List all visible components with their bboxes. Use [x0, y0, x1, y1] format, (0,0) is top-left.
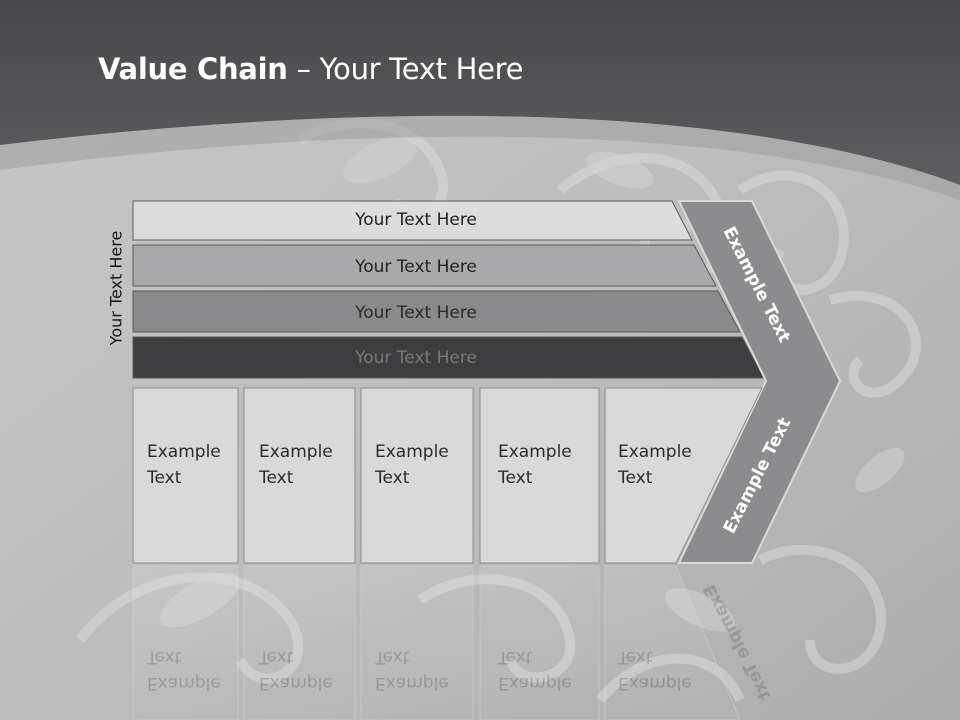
box-text-2-line1: Example [259, 442, 333, 462]
box-text-5-line1: Example [618, 442, 692, 462]
chevron-arrow [677, 200, 842, 564]
side-label: Your Text Here [106, 230, 126, 346]
example-box-2 [243, 387, 356, 564]
title-bold: Value Chain [98, 52, 288, 86]
row-label-2: Your Text Here [354, 257, 477, 277]
reflected-text: Example Text Example Text Example Text E… [146, 647, 692, 693]
reflected-example-3: Example [375, 673, 449, 693]
boxes-reflection [132, 565, 741, 720]
box-text-4-line1: Example [498, 442, 572, 462]
reflected-example-4: Example [498, 673, 572, 693]
reflected-example-1: Example [147, 673, 221, 693]
row-label-4: Your Text Here [354, 348, 477, 368]
reflected-text-2: Text [258, 647, 294, 667]
box-text-3: Example Text [375, 439, 475, 491]
box-text-5: Example Text [618, 439, 718, 491]
box-text-1: Example Text [147, 439, 247, 491]
header-band [0, 0, 960, 185]
reflected-example-5: Example [618, 673, 692, 693]
box-text-1-line1: Example [147, 442, 221, 462]
reflected-text-1: Text [146, 647, 182, 667]
page-title: Value Chain – Your Text Here [98, 52, 523, 86]
rows-group [132, 200, 765, 379]
example-box-1 [132, 387, 239, 564]
row-bar-2 [132, 244, 717, 287]
example-box-5 [604, 387, 763, 564]
box-text-5-line2: Text [618, 468, 653, 488]
reflected-text-4: Text [497, 647, 533, 667]
example-box-4 [479, 387, 600, 564]
boxes-group [132, 387, 763, 564]
row-bar-1 [132, 200, 693, 241]
reflected-text-5: Text [617, 647, 653, 667]
title-rest: – Your Text Here [287, 52, 524, 86]
reflected-text-3: Text [374, 647, 410, 667]
box-text-1-line2: Text [147, 468, 182, 488]
example-box-3 [360, 387, 474, 564]
reflected-example-2: Example [259, 673, 333, 693]
box-text-3-line1: Example [375, 442, 449, 462]
row-bar-3 [132, 290, 741, 333]
box-text-4-line2: Text [498, 468, 533, 488]
row-label-3: Your Text Here [354, 303, 477, 323]
box-text-2-line2: Text [259, 468, 294, 488]
box-text-4: Example Text [498, 439, 598, 491]
row-label-1: Your Text Here [354, 210, 477, 230]
box-text-3-line2: Text [375, 468, 410, 488]
header-curve-highlight [0, 115, 960, 200]
box-text-2: Example Text [259, 439, 359, 491]
